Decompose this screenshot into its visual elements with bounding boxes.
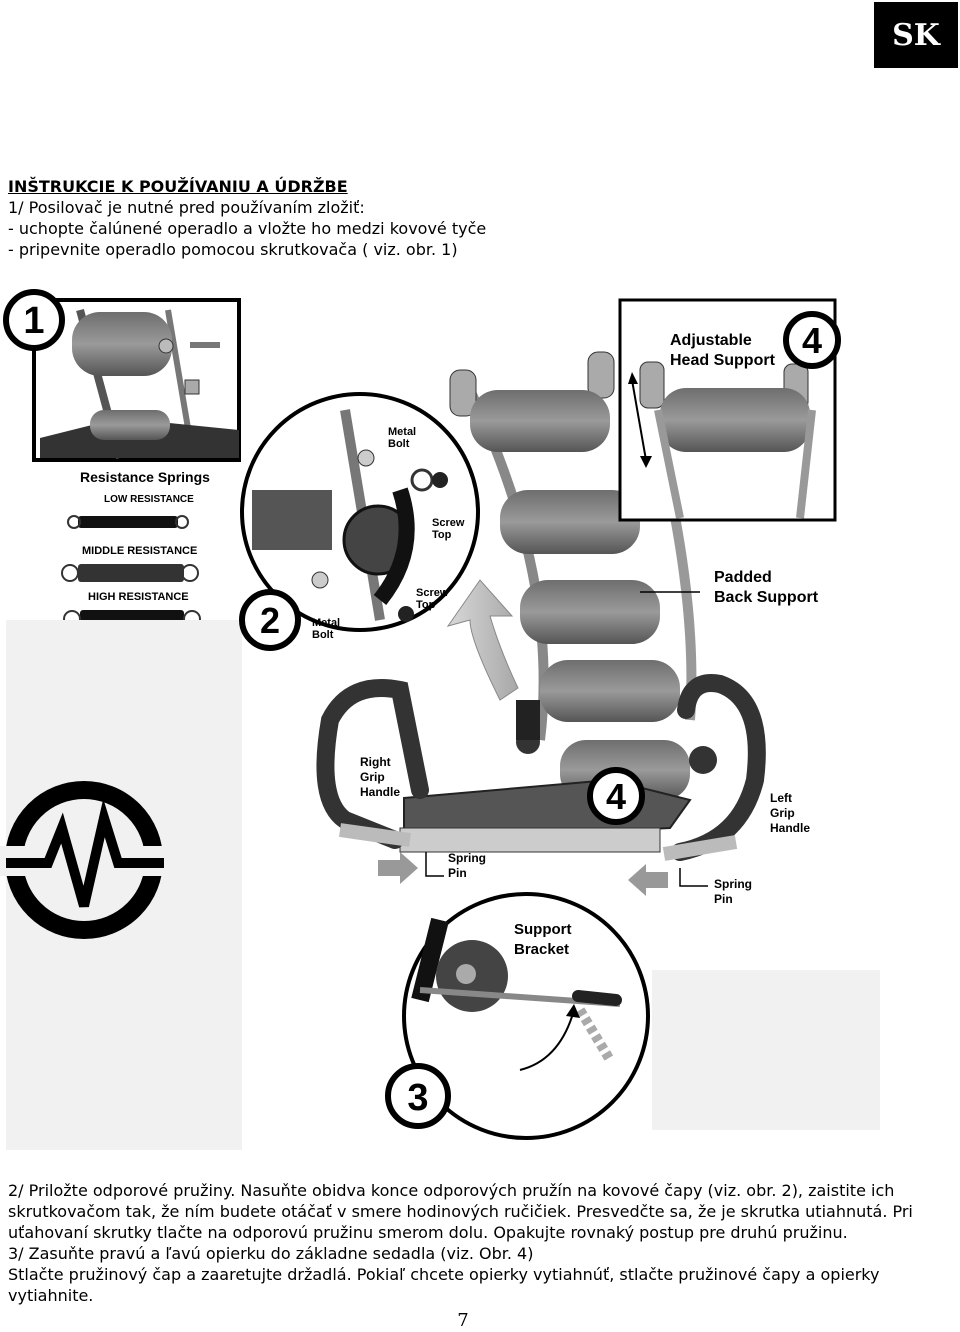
step-2-marker: 2 (239, 589, 301, 651)
inset-step-1 (32, 298, 241, 462)
middle-spring (78, 564, 184, 582)
spring-pin-arrow (378, 852, 418, 884)
assembly-diagram: 1 Resistance Springs LOW RESISTANCE MIDD… (0, 289, 880, 1150)
body-line: uťahovaní skrutky tlačte na odporovú pru… (8, 1223, 848, 1242)
back-pad (520, 580, 660, 644)
low-resistance-label: LOW RESISTANCE (104, 494, 194, 505)
assembly-arrow (446, 579, 519, 701)
left-grip-handle (671, 674, 766, 861)
svg-text:3: 3 (407, 1077, 428, 1119)
section-title: INŠTRUKCIE K POUŽÍVANIU A ÚDRŽBE (8, 177, 348, 196)
resistance-springs-label: Resistance Springs (80, 469, 210, 485)
adjustable-head-support-label: Adjustable Head Support (670, 332, 776, 369)
step-number: 1 (23, 300, 44, 342)
inset-step-2-spring-attach: Metal Bolt Screw Top Screw Top Metal Bol… (240, 392, 480, 641)
low-spring (78, 516, 178, 528)
inset-step-3-support-bracket: Support Bracket (402, 892, 650, 1140)
instructions-body: 2/ Priložte odporové pružiny. Nasuňte ob… (8, 1180, 948, 1306)
step-3-marker: 3 (385, 1063, 451, 1129)
intro-line: - pripevnite operadlo pomocou skrutkovač… (8, 240, 458, 259)
back-pad (540, 660, 680, 722)
language-badge: SK (874, 2, 958, 68)
metal-bolt-label: Metal Bolt (388, 426, 419, 450)
high-resistance-label: HIGH RESISTANCE (88, 591, 189, 603)
svg-text:4: 4 (802, 320, 822, 361)
spring-pin-label: Spring Pin (448, 851, 489, 880)
left-grip-handle-label: Left Grip Handle (770, 791, 810, 835)
body-line: 2/ Priložte odporové pružiny. Nasuňte ob… (8, 1181, 895, 1200)
step-4-marker-center: 4 (587, 767, 645, 825)
body-line: skrutkovačom tak, že ním budete otáčať v… (8, 1202, 913, 1221)
background-panel (652, 970, 880, 1130)
metal-bolt-label: Metal Bolt (312, 617, 343, 641)
intro-line: - uchopte čalúnené operadlo a vložte ho … (8, 219, 487, 238)
padded-back-support-label: Padded Back Support (714, 569, 819, 606)
svg-text:4: 4 (606, 776, 626, 817)
page-number: 7 (457, 1310, 469, 1331)
padded-back-support-callout: Padded Back Support (640, 569, 819, 606)
screw-top-label: Screw Top (416, 587, 451, 611)
seat-base (399, 827, 661, 853)
intro-section: INŠTRUKCIE K POUŽÍVANIU A ÚDRŽBE 1/ Posi… (8, 176, 908, 260)
resistance-springs: Resistance Springs LOW RESISTANCE MIDDLE… (61, 469, 210, 628)
spring-pin-label: Spring Pin (714, 877, 755, 906)
back-pad (500, 490, 640, 554)
svg-text:2: 2 (260, 600, 280, 641)
brand-logo (0, 781, 170, 939)
middle-resistance-label: MIDDLE RESISTANCE (82, 545, 197, 557)
body-line: Stlačte pružinový čap a zaaretujte držad… (8, 1265, 880, 1305)
support-bracket-label: Support Bracket (514, 921, 576, 958)
right-grip-handle (316, 679, 429, 849)
assembly-illustration: 1 Resistance Springs LOW RESISTANCE MIDD… (0, 280, 960, 1160)
spring-pin-arrow (628, 864, 668, 896)
screw-top-label: Screw Top (432, 517, 467, 541)
body-line: 3/ Zasuňte pravú a ľavú opierku do zákla… (8, 1244, 534, 1263)
back-pad (470, 390, 610, 452)
step-4-marker-top: 4 (783, 311, 841, 369)
knob (689, 746, 717, 774)
step-1-marker: 1 (3, 289, 65, 351)
right-grip-handle-label: Right Grip Handle (360, 755, 400, 799)
background-panel (6, 620, 242, 1150)
intro-line: 1/ Posilovač je nutné pred používaním zl… (8, 198, 365, 217)
